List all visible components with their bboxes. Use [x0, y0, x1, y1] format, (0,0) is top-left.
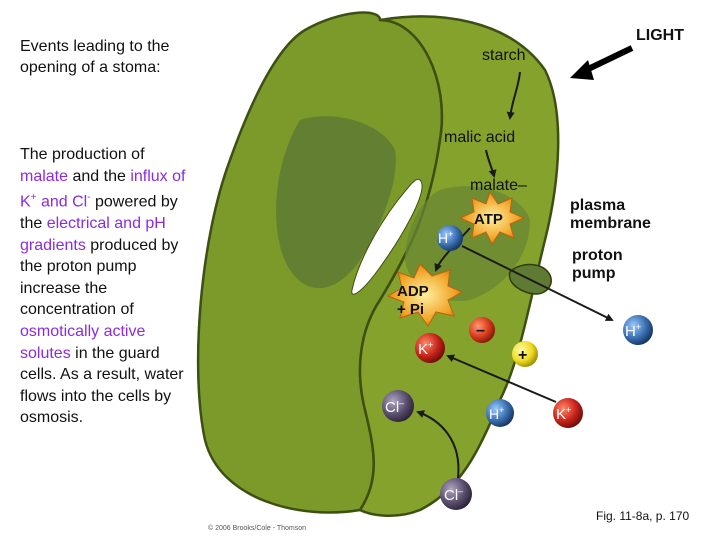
cl-ion-inside-label: Cl — [385, 399, 399, 416]
cl-ion-outside — [440, 478, 472, 510]
light-arrowhead — [570, 60, 594, 80]
malate-label: malate — [470, 177, 518, 194]
h-ion-lower — [486, 399, 514, 427]
svg-text:H+: H+ — [489, 405, 504, 422]
h-ion-outside-label: H — [625, 323, 636, 340]
k-ion-inside — [415, 333, 445, 363]
starch-label: starch — [482, 47, 526, 64]
arrow-cl-ion-influx — [416, 410, 460, 479]
positive-charge — [512, 341, 538, 367]
h-ion-inside-label: H — [438, 230, 448, 246]
svg-text:malate–: malate– — [470, 177, 527, 194]
malic-acid-label: malic acid — [444, 129, 515, 146]
arrow-starch-to-malic-acid — [506, 71, 521, 120]
svg-text:Cl–: Cl– — [444, 486, 463, 504]
adp-label-line2: + Pi — [397, 301, 424, 318]
body-text-segment: produced by the proton pump increase the… — [20, 236, 179, 319]
positive-charge-label: + — [518, 347, 527, 364]
negative-charge — [469, 317, 495, 343]
adp-burst — [386, 263, 464, 327]
h-ion-inside-charge: + — [448, 229, 453, 239]
h-ion-lower-charge: + — [499, 405, 504, 415]
svg-text:H+: H+ — [625, 322, 641, 340]
figure-caption: Fig. 11-8a, p. 170 — [596, 509, 689, 523]
highlighted-term: malate — [20, 167, 69, 185]
plasma-membrane-label-line1: plasma — [570, 197, 625, 214]
svg-text:H+: H+ — [438, 229, 453, 246]
highlighted-term: osmotically active solutes — [20, 323, 146, 362]
h-ion-lower-label: H — [489, 406, 499, 422]
highlighted-term: + — [30, 192, 37, 204]
arrow-k-ion-influx — [446, 354, 557, 403]
highlighted-term: and Cl — [36, 193, 88, 211]
arrow-h-ion-pumped-out — [461, 245, 614, 321]
proton-pump-label-line2: pump — [572, 265, 616, 282]
k-ion-outside-charge: + — [566, 405, 571, 415]
k-ion-outside-label: K — [556, 406, 566, 423]
highlighted-term: electrical and pH gradients — [20, 215, 166, 254]
explanation-text: The production of malate and the influx … — [20, 144, 190, 429]
k-ion-inside-charge: + — [428, 340, 433, 350]
malate-charge: – — [518, 177, 527, 194]
body-text-segment: and the — [68, 167, 131, 185]
highlighted-term: - — [87, 192, 91, 204]
cl-ion-inside — [382, 390, 414, 422]
arrow-atp-to-adp — [434, 227, 471, 272]
h-ion-outside — [623, 315, 653, 345]
cytoplasm-region-left — [276, 116, 396, 289]
cl-ion-outside-label: Cl — [444, 487, 458, 504]
stomatal-pore — [351, 178, 423, 295]
cl-ion-outside-charge: – — [458, 486, 463, 496]
atp-label: ATP — [474, 211, 503, 228]
body-text-segment: in the guard cells. As a result, water f… — [20, 344, 184, 427]
cl-ion-inside-charge: – — [399, 398, 404, 408]
svg-text:Cl–: Cl– — [385, 398, 404, 416]
h-ion-inside — [437, 225, 463, 251]
svg-text:K+: K+ — [556, 405, 571, 423]
highlighted-term: influx of K — [20, 167, 186, 211]
body-text-segment: The production of — [20, 146, 145, 163]
k-ion-outside — [553, 398, 583, 428]
light-label: LIGHT — [636, 27, 684, 44]
svg-text:K+: K+ — [418, 340, 433, 358]
body-text-segment: powered by the — [20, 193, 178, 233]
copyright-text: © 2006 Brooks/Cole - Thomson — [208, 524, 306, 532]
negative-charge-label: – — [476, 322, 485, 339]
plasma-membrane-label-line2: membrane — [570, 215, 651, 232]
arrow-malic-acid-to-malate — [485, 149, 497, 178]
h-ion-outside-charge: + — [636, 322, 641, 332]
k-ion-inside-label: K — [418, 341, 428, 358]
heading-text: Events leading to the opening of a stoma… — [20, 38, 170, 76]
atp-burst — [458, 190, 526, 245]
adp-label-line1: ADP — [397, 283, 429, 300]
proton-pump-label-line1: proton — [572, 247, 623, 264]
